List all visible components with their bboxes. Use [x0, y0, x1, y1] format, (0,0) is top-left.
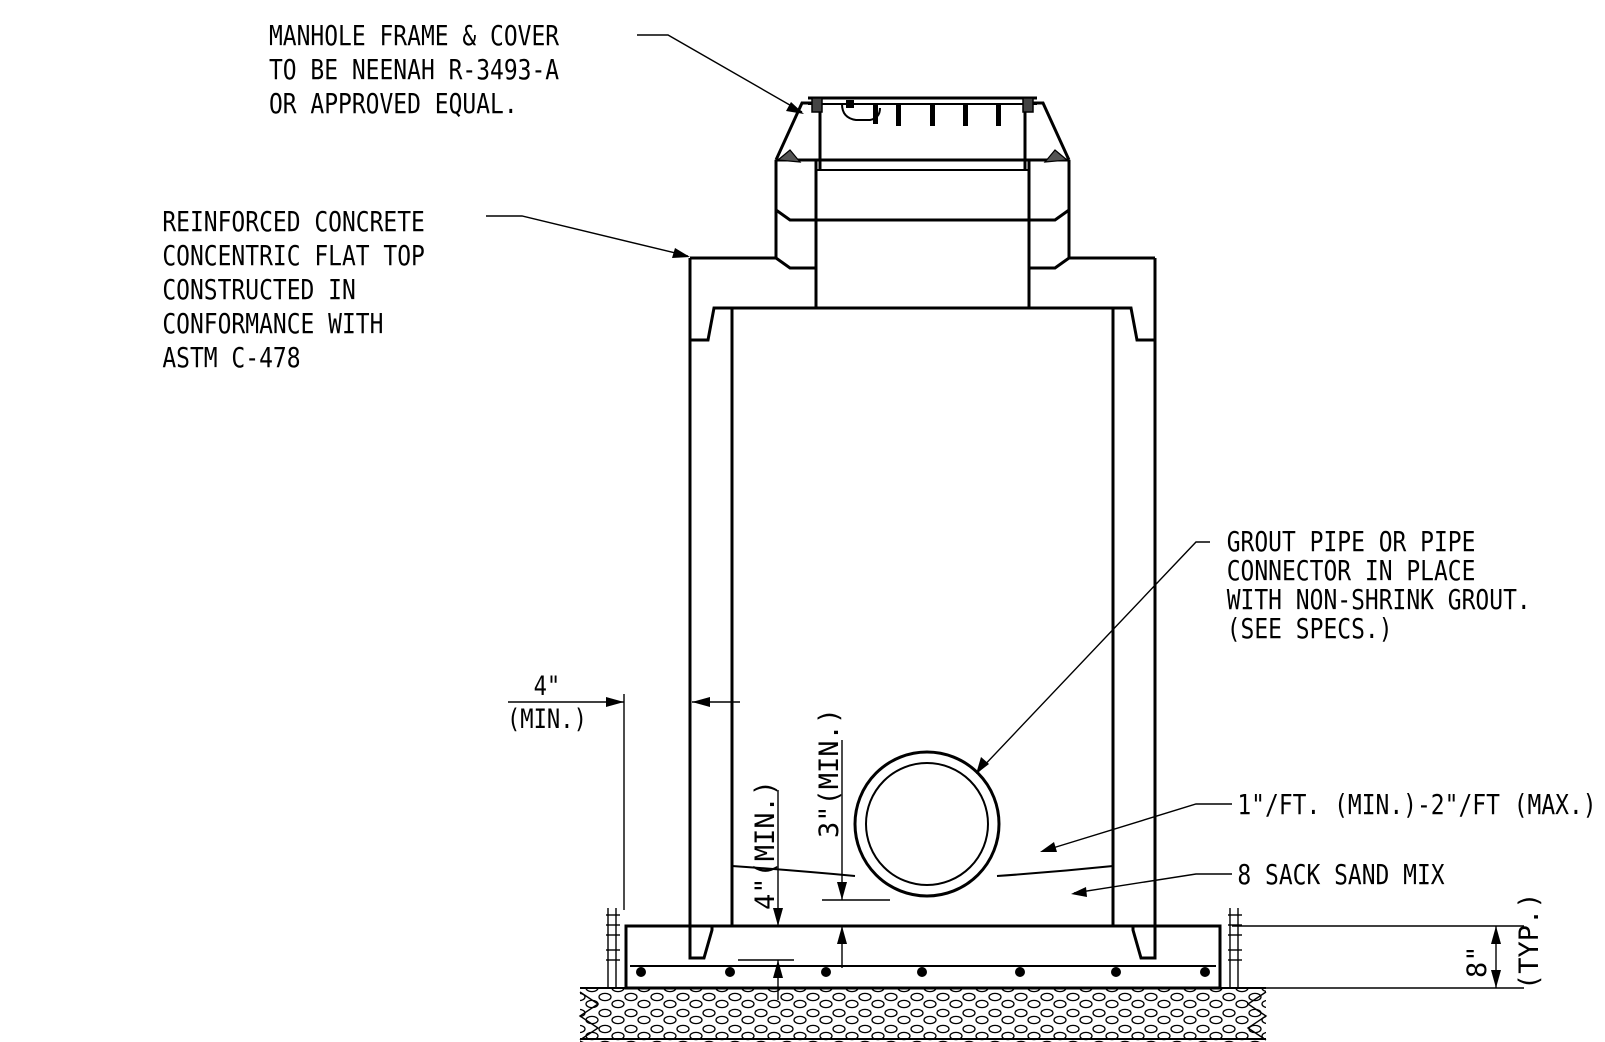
flat-top-line-4: CONFORMANCE WITH [162, 308, 383, 341]
channel-invert [731, 865, 1114, 877]
invert-dim-value: 4" [750, 877, 781, 910]
base-slab [624, 924, 1222, 990]
manhole-barrel [688, 258, 1157, 960]
grout-line-3: WITH NON-SHRINK GROUT. [1227, 584, 1531, 617]
grout-line-4: (SEE SPECS.) [1227, 613, 1393, 646]
flat-top-line-2: CONCENTRIC FLAT TOP [162, 240, 425, 273]
grout-line-2: CONNECTOR IN PLACE [1227, 555, 1476, 588]
frame-cover-line-2: TO BE NEENAH R-3493-A [269, 54, 559, 87]
leaders [486, 34, 1232, 897]
base-dim-value: 8" [1462, 945, 1493, 978]
base-dim-note: (TYP.) [1514, 892, 1545, 990]
flat-top-line-1: REINFORCED CONCRETE [162, 206, 425, 239]
frame-cover-line-1: MANHOLE FRAME & COVER [269, 20, 560, 53]
wall-dim-note: (MIN.) [507, 703, 587, 735]
frame-and-cover [774, 96, 1071, 170]
pipe-clear-note: (MIN.) [814, 708, 845, 806]
slope-label: 1"/FT. (MIN.)-2"/FT (MAX.) [1237, 789, 1596, 822]
flat-top-line-5: ASTM C-478 [162, 342, 300, 375]
frame-cover-line-3: OR APPROVED EQUAL. [269, 88, 518, 121]
gravel-bed [578, 987, 1268, 1042]
dim-pipe-clearance [822, 740, 890, 968]
pipe-clear-value: 3" [814, 805, 845, 838]
invert-dim-note: (MIN.) [750, 780, 781, 878]
dim-wall-thickness [508, 694, 740, 910]
grade-rings [774, 158, 1071, 308]
grout-line-1: GROUT PIPE OR PIPE [1227, 526, 1476, 559]
invert-dim: 4"(MIN.) [750, 780, 781, 910]
frame-cover-label: MANHOLE FRAME & COVER TO BE NEENAH R-349… [269, 20, 573, 121]
flat-top-slab [690, 256, 1155, 342]
pipe-section [853, 750, 1001, 898]
grout-label: GROUT PIPE OR PIPE CONNECTOR IN PLACE WI… [1227, 526, 1545, 646]
sand-mix-label: 8 SACK SAND MIX [1237, 859, 1445, 892]
flat-top-line-3: CONSTRUCTED IN [162, 274, 355, 307]
wall-dim-value: 4" [534, 670, 561, 702]
dim-base-thickness [1232, 925, 1524, 989]
flat-top-label: REINFORCED CONCRETE CONCENTRIC FLAT TOP … [162, 206, 438, 375]
ground-hatch [606, 908, 1242, 988]
pipe-clear-dim: 3"(MIN.) [814, 708, 845, 838]
dim-invert [738, 790, 794, 1000]
